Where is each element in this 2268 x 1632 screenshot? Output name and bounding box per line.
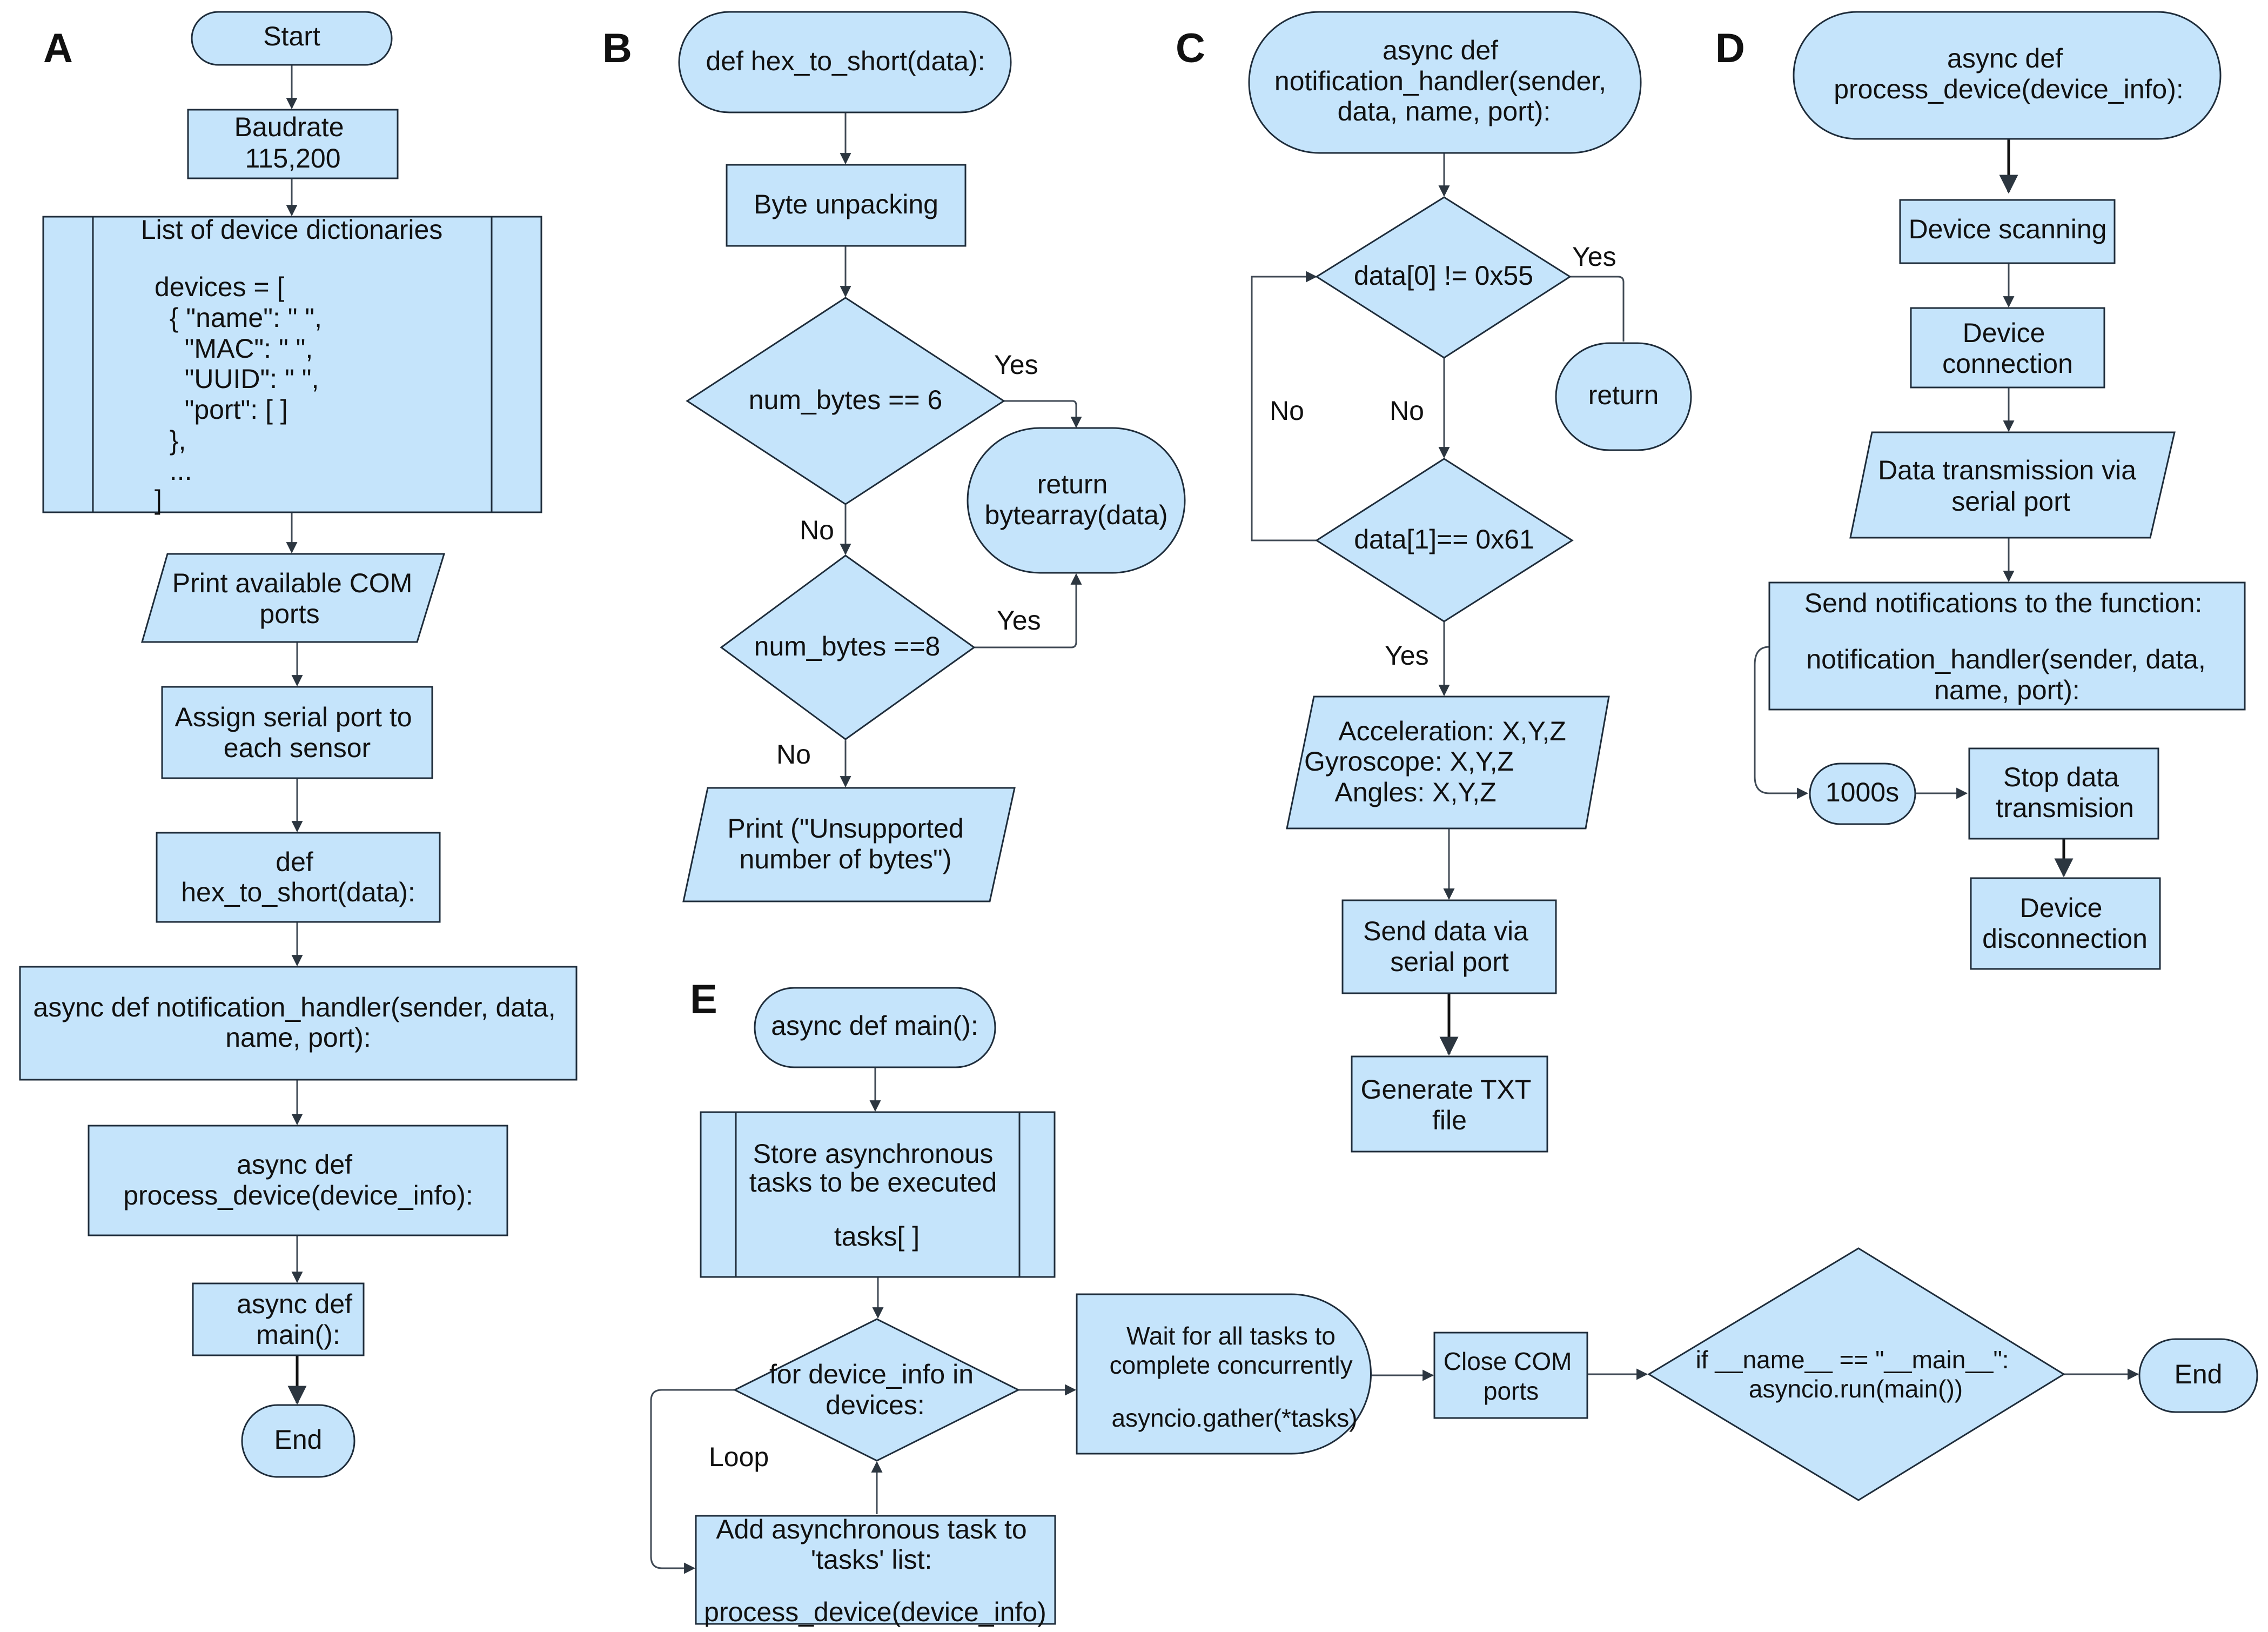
decision-num-bytes-6: num_bytes == 6 [686,297,1005,505]
svg-text:return: return [1588,380,1659,410]
send-serial-box: Send data via serial port [1341,899,1557,994]
decision-if-main: if __name__ == "__main__": asyncio.run(m… [1647,1247,2065,1501]
label-loop: Loop [709,1442,769,1472]
print-ports-io: Print available COM ports [141,553,446,643]
svg-text:Data transmission via se: Data transmission via serial port [1878,455,2144,517]
panel-e-connectors [650,1067,2139,1574]
panel-label-c: C [1176,25,1205,71]
label-yes-8: Yes [997,605,1041,636]
store-tasks-box: Store asynchronous tasks to be executed … [700,1111,1056,1278]
svg-text:Generate TXT file: Generate TXT file [1361,1074,1539,1135]
notification-handler-def-terminal: async def notification_handler(sender, d… [1248,11,1642,154]
label-no-data0: No [1390,396,1424,426]
device-list-box: List of device dictionaries devices = [ … [0,0,542,515]
decision-data1: data[1]== 0x61 [1315,458,1574,623]
hex-to-short-def-terminal: def hex_to_short(data): [678,11,1012,113]
label-yes-6: Yes [994,350,1038,380]
svg-text:def hex_to_short(data):: def hex_to_short(data): [181,847,415,907]
notification-handler-box: async def notification_handler(sender, d… [19,966,578,1081]
svg-text:Add asynchronous task to: Add asynchronous task to 'tasks' list: p… [704,1514,1046,1627]
svg-text:End: End [274,1424,323,1455]
decision-num-bytes-8: num_bytes ==8 [720,554,976,740]
svg-text:Acceleration: X,Y,Z Gyro: Acceleration: X,Y,Z Gyroscope: X,Y,Z Ang… [1304,716,1574,807]
label-yes-data0: Yes [1572,242,1616,272]
svg-text:Assign serial port to ea: Assign serial port to each sensor [175,702,420,763]
main-def-terminal: async def main(): [754,987,996,1068]
svg-text:async def main():: async def main(): [237,1289,360,1350]
close-ports-box: Close COM ports [1433,1332,1588,1419]
panel-a-connectors [286,65,307,1405]
byte-unpacking-box: Byte unpacking [726,164,967,247]
svg-text:return bytearray(data): return bytearray(data) [984,469,1167,530]
label-no-6: No [800,515,834,545]
panel-label-a: A [43,25,73,71]
svg-text:Byte unpacking: Byte unpacking [754,189,938,219]
svg-text:async def main():: async def main(): [771,1011,978,1041]
hex-to-short-box: def hex_to_short(data): [156,832,441,923]
svg-text:devices = [ { "name":: devices = [ { "name": " ", "MAC": " ", "… [0,0,374,515]
generate-txt-box: Generate TXT file [1351,1055,1548,1153]
panel-d-connectors [1754,139,2074,878]
assign-port-box: Assign serial port to each sensor [161,686,433,779]
panel-b-connectors [840,112,1082,788]
svg-text:data[1]== 0x61: data[1]== 0x61 [1354,524,1534,554]
svg-text:1000s: 1000s [1826,777,1899,807]
delay-1000s-terminal: 1000s [1809,763,1916,825]
svg-text:async def process_device: async def process_device(device_info): [1834,43,2184,104]
svg-text:for device_info in devic: for device_info in devices: [769,1359,981,1420]
device-scanning-box: Device scanning [1899,199,2116,264]
main-box: async def main(): [192,1282,365,1356]
label-no-8: No [776,739,811,770]
svg-text:List of device dictionaries: List of device dictionaries [141,215,443,245]
svg-text:async def notification_handler: async def notification_handler(sender, d… [33,992,563,1053]
svg-text:End: End [2175,1359,2223,1389]
device-disconnection-box: Device disconnection [1970,877,2161,970]
add-task-box: Add asynchronous task to 'tasks' list: p… [695,1514,1056,1627]
svg-text:if __name__ == "__main__":: if __name__ == "__main__": asyncio.run(m… [1696,1346,2016,1403]
svg-text:num_bytes ==8: num_bytes ==8 [754,631,941,661]
svg-text:Device disconnection: Device disconnection [1982,893,2148,954]
label-no-loop: No [1270,396,1304,426]
svg-text:Device connection: Device connection [1942,318,2073,379]
sensor-output-io: Acceleration: X,Y,Z Gyroscope: X,Y,Z Ang… [1286,695,1610,830]
svg-text:Print available COM port: Print available COM ports [172,568,420,629]
svg-text:Baudrate 115,200: Baudrate 115,200 [234,112,352,173]
end-terminal-e: End [2138,1338,2258,1413]
panel-label-e: E [690,976,717,1022]
return-bytearray-terminal: return bytearray(data) [967,427,1186,574]
label-yes-data1: Yes [1385,640,1429,671]
svg-text:Store asynchronous tasks: Store asynchronous tasks to be executed … [749,1139,1005,1252]
svg-text:num_bytes == 6: num_bytes == 6 [749,385,943,415]
start-terminal: Start [191,11,393,66]
svg-text:data[0] != 0x55: data[0] != 0x55 [1354,260,1533,291]
wait-tasks-delay: Wait for all tasks to complete concurren… [1076,1293,1372,1455]
decision-for-device-info: for device_info in devices: [733,1318,1021,1462]
svg-text:Wait for all tasks to co: Wait for all tasks to complete concurren… [1110,1322,1360,1432]
svg-text:async def notification_h: async def notification_handler(sender, d… [1274,35,1614,126]
decision-data0: data[0] != 0x55 [1315,196,1572,359]
svg-text:Start: Start [263,21,320,51]
baudrate-box: Baudrate 115,200 [187,109,399,179]
svg-text:Send notifications to the func: Send notifications to the function: noti… [1804,588,2213,705]
data-transmission-io: Data transmission via serial port [1849,431,2176,539]
process-device-box: async def process_device(device_info): [88,1125,508,1236]
return-terminal: return [1555,342,1692,451]
process-device-def-terminal: async def process_device(device_info): [1793,11,2222,140]
panel-label-d: D [1715,25,1745,71]
svg-text:Print ("Unsupported numb: Print ("Unsupported number of bytes") [727,813,971,874]
svg-text:def hex_to_short(data):: def hex_to_short(data): [706,46,985,76]
stop-transmission-box: Stop data transmision [1968,747,2159,840]
unsupported-bytes-io: Print ("Unsupported number of bytes") [682,787,1016,902]
panel-label-b: B [602,25,632,71]
svg-text:Send data via serial por: Send data via serial port [1363,916,1536,977]
panel-c-connectors [1251,153,1625,1056]
svg-text:Device scanning: Device scanning [1909,214,2107,244]
end-terminal: End [241,1404,355,1478]
send-notifications-box: Send notifications to the function: noti… [1768,581,2246,711]
svg-text:Close COM ports: Close COM ports [1444,1347,1579,1405]
svg-text:Stop data transmision: Stop data transmision [1996,762,2134,823]
svg-text:async def process_device: async def process_device(device_info): [123,1149,473,1210]
device-connection-box: Device connection [1910,307,2105,389]
